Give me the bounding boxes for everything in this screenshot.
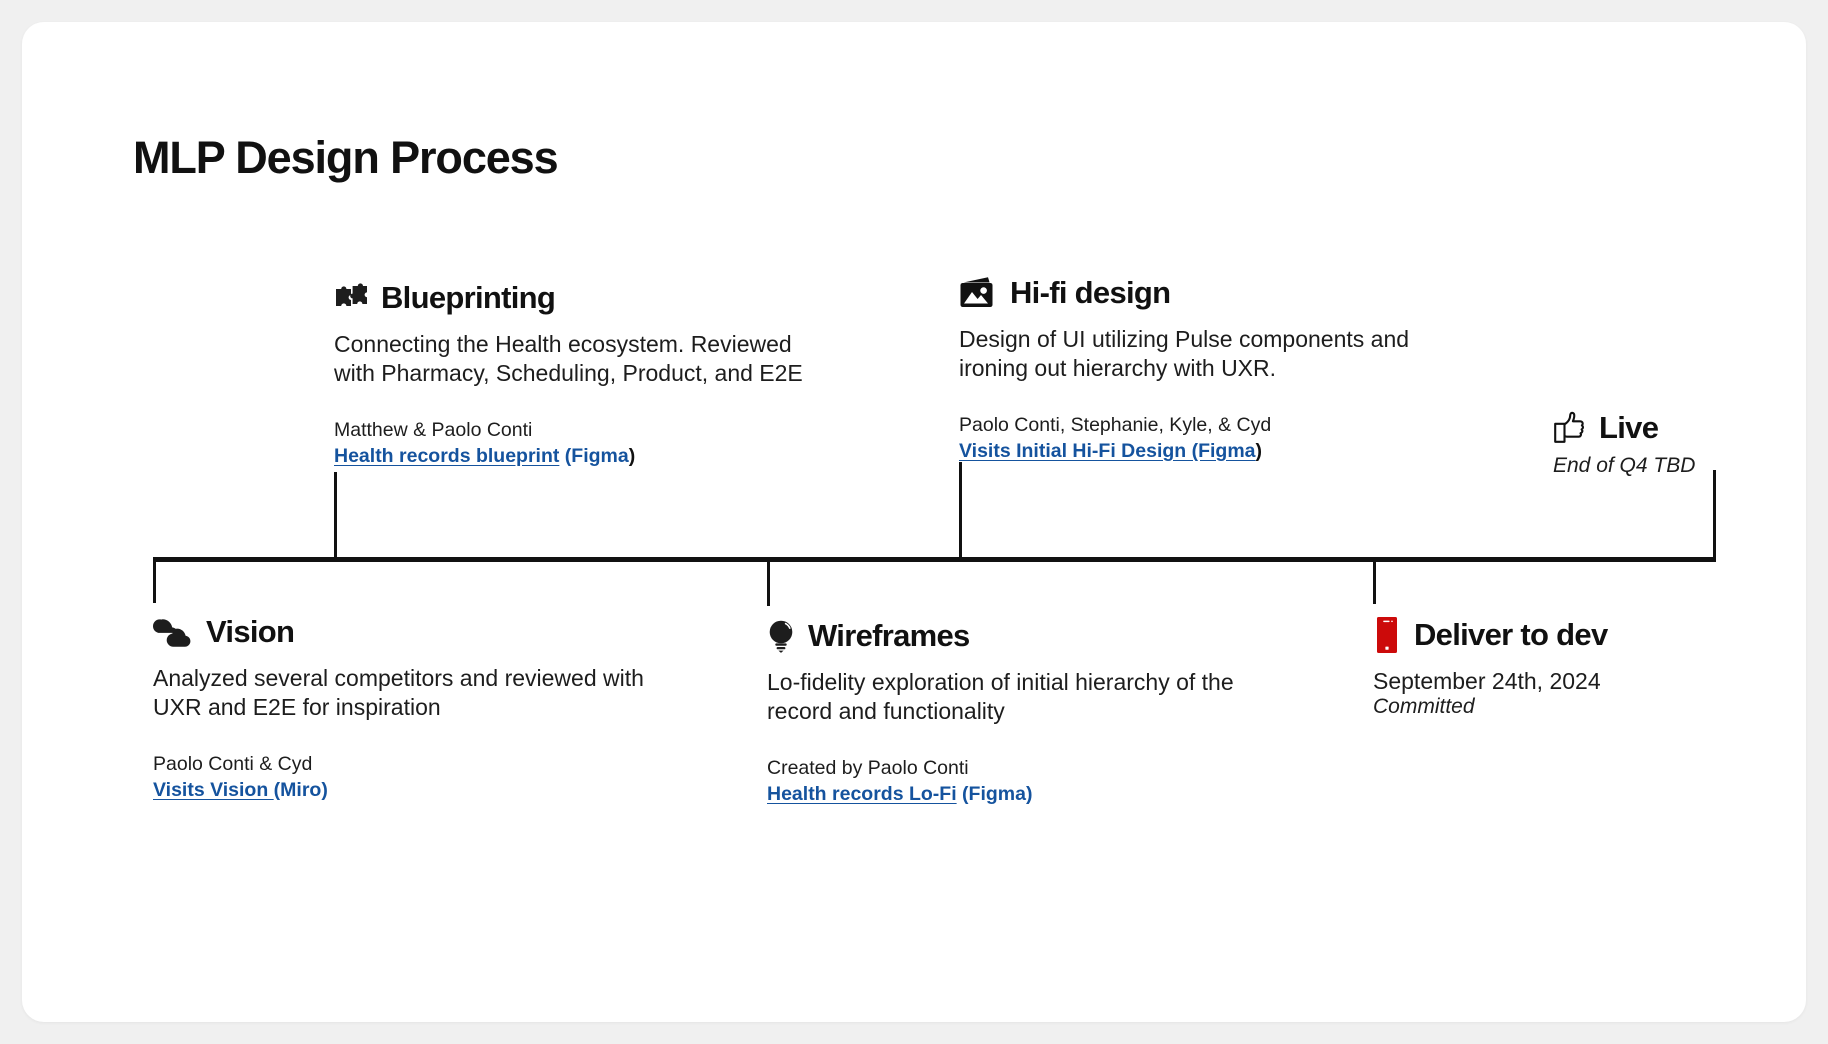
stem-deliver — [1373, 559, 1376, 604]
milestone-link[interactable]: Health records blueprint (Figma) — [334, 445, 834, 468]
link-source: (Miro) — [273, 778, 328, 801]
link-label: Health records Lo-Fi — [767, 782, 957, 805]
milestone-people: Created by Paolo Conti — [767, 756, 969, 779]
clouds-icon — [153, 619, 191, 647]
milestone-header: Deliver to dev — [1373, 616, 1773, 654]
milestone-header: Blueprinting — [334, 280, 834, 316]
milestone-people: Matthew & Paolo Conti — [334, 418, 533, 441]
stem-live — [1713, 470, 1716, 560]
milestone-blueprinting: Blueprinting Connecting the Health ecosy… — [334, 280, 834, 468]
milestone-title: Live — [1599, 410, 1659, 445]
link-close-paren: ) — [1255, 439, 1263, 462]
mobile-phone-icon — [1377, 617, 1397, 653]
link-close-paren: ) — [628, 444, 636, 467]
photos-stack-icon — [960, 277, 993, 307]
milestone-title: Hi-fi design — [1010, 275, 1171, 310]
stem-wireframes — [767, 559, 770, 606]
milestone-hifi: Hi-fi design Design of UI utilizing Puls… — [959, 275, 1439, 463]
milestone-description: Design of UI utilizing Pulse components … — [959, 326, 1410, 382]
milestone-title: Deliver to dev — [1414, 617, 1608, 652]
milestone-header: Vision — [153, 614, 653, 650]
puzzle-pieces-icon — [336, 282, 367, 306]
page-title: MLP Design Process — [133, 132, 559, 183]
milestone-people: Paolo Conti, Stephanie, Kyle, & Cyd — [959, 413, 1272, 436]
link-source: (Figma) — [956, 782, 1033, 805]
milestone-title: Vision — [206, 614, 295, 649]
milestone-description: Lo-fidelity exploration of initial hiera… — [767, 669, 1234, 725]
milestone-status: Committed — [1373, 695, 1475, 718]
thumbs-up-icon — [1554, 411, 1585, 443]
milestone-header: Wireframes — [767, 618, 1247, 654]
link-source: (Figma — [564, 444, 629, 467]
stem-hifi — [959, 462, 962, 559]
milestone-date: September 24th, 2024 — [1373, 668, 1601, 694]
timeline-card: MLP Design Process Blueprinting Connecti… — [22, 22, 1806, 1022]
stem-blueprinting — [334, 472, 337, 559]
milestone-status: End of Q4 TBD — [1553, 454, 1696, 477]
lightbulb-icon — [769, 620, 793, 653]
stem-vision — [153, 559, 156, 603]
link-label: Visits Vision — [153, 778, 274, 801]
milestone-header: Hi-fi design — [959, 275, 1439, 311]
milestone-link[interactable]: Health records Lo-Fi (Figma) — [767, 783, 1247, 806]
milestone-live: Live End of Q4 TBD — [1553, 410, 1783, 478]
milestone-description: Connecting the Health ecosystem. Reviewe… — [334, 331, 803, 387]
timeline-rail — [153, 557, 1716, 562]
milestone-vision: Vision Analyzed several competitors and … — [153, 614, 653, 802]
link-label: Health records blueprint — [334, 444, 560, 467]
milestone-people: Paolo Conti & Cyd — [153, 752, 313, 775]
milestone-link[interactable]: Visits Vision (Miro) — [153, 779, 653, 802]
milestone-wireframes: Wireframes Lo-fidelity exploration of in… — [767, 618, 1247, 806]
milestone-link[interactable]: Visits Initial Hi-Fi Design (Figma) — [959, 440, 1439, 463]
milestone-header: Live — [1553, 410, 1783, 446]
link-label: Visits Initial Hi-Fi Design (Figma — [959, 439, 1256, 462]
milestone-title: Blueprinting — [381, 280, 556, 315]
milestone-description: Analyzed several competitors and reviewe… — [153, 665, 644, 721]
milestone-title: Wireframes — [808, 618, 970, 653]
milestone-deliver: Deliver to dev September 24th, 2024 Comm… — [1373, 616, 1773, 719]
